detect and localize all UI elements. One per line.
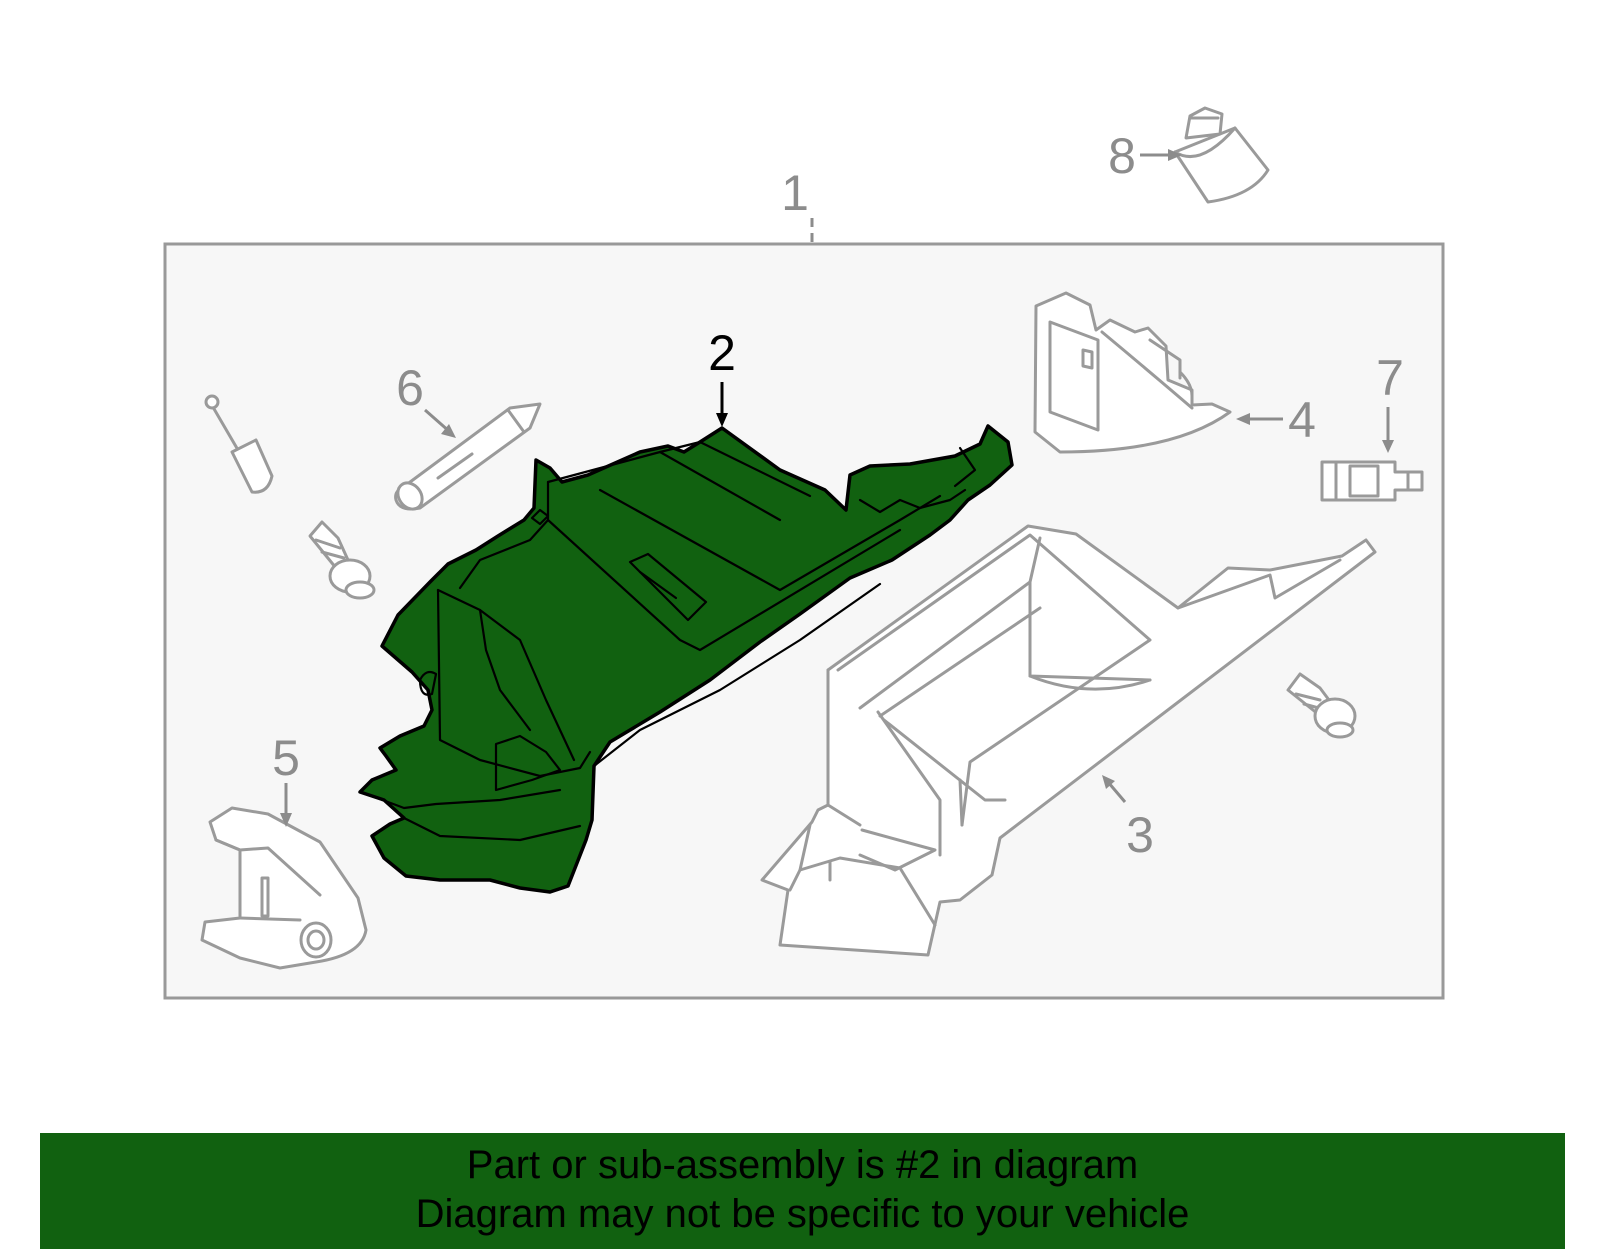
part-8-bulb[interactable] <box>1173 106 1270 204</box>
callout-4[interactable]: 4 <box>1288 392 1316 448</box>
callout-6[interactable]: 6 <box>396 360 424 416</box>
screw-right-unnumbered <box>1286 672 1357 739</box>
footer-banner: Part or sub-assembly is #2 in diagram Di… <box>40 1133 1565 1249</box>
part-5-handle[interactable] <box>200 806 368 970</box>
part-3-glove-box[interactable] <box>760 524 1377 957</box>
clip-unnumbered <box>204 394 274 494</box>
callout-7[interactable]: 7 <box>1376 350 1404 406</box>
callout-2[interactable]: 2 <box>708 325 736 381</box>
part-4-side-cover[interactable] <box>1033 291 1232 454</box>
part-6-pin[interactable] <box>393 402 542 514</box>
screw-left-unnumbered <box>308 520 376 600</box>
part-2-housing-highlighted[interactable] <box>358 424 1014 894</box>
callout-8[interactable]: 8 <box>1108 128 1136 184</box>
footer-line-part-number: Part or sub-assembly is #2 in diagram <box>466 1143 1139 1187</box>
footer-line-disclaimer: Diagram may not be specific to your vehi… <box>415 1192 1190 1236</box>
callout-3[interactable]: 3 <box>1126 807 1154 863</box>
callout-5[interactable]: 5 <box>272 730 300 786</box>
part-7-switch[interactable] <box>1320 460 1424 502</box>
callout-1[interactable]: 1 <box>781 165 809 221</box>
leader-line-3 <box>1106 781 1127 803</box>
